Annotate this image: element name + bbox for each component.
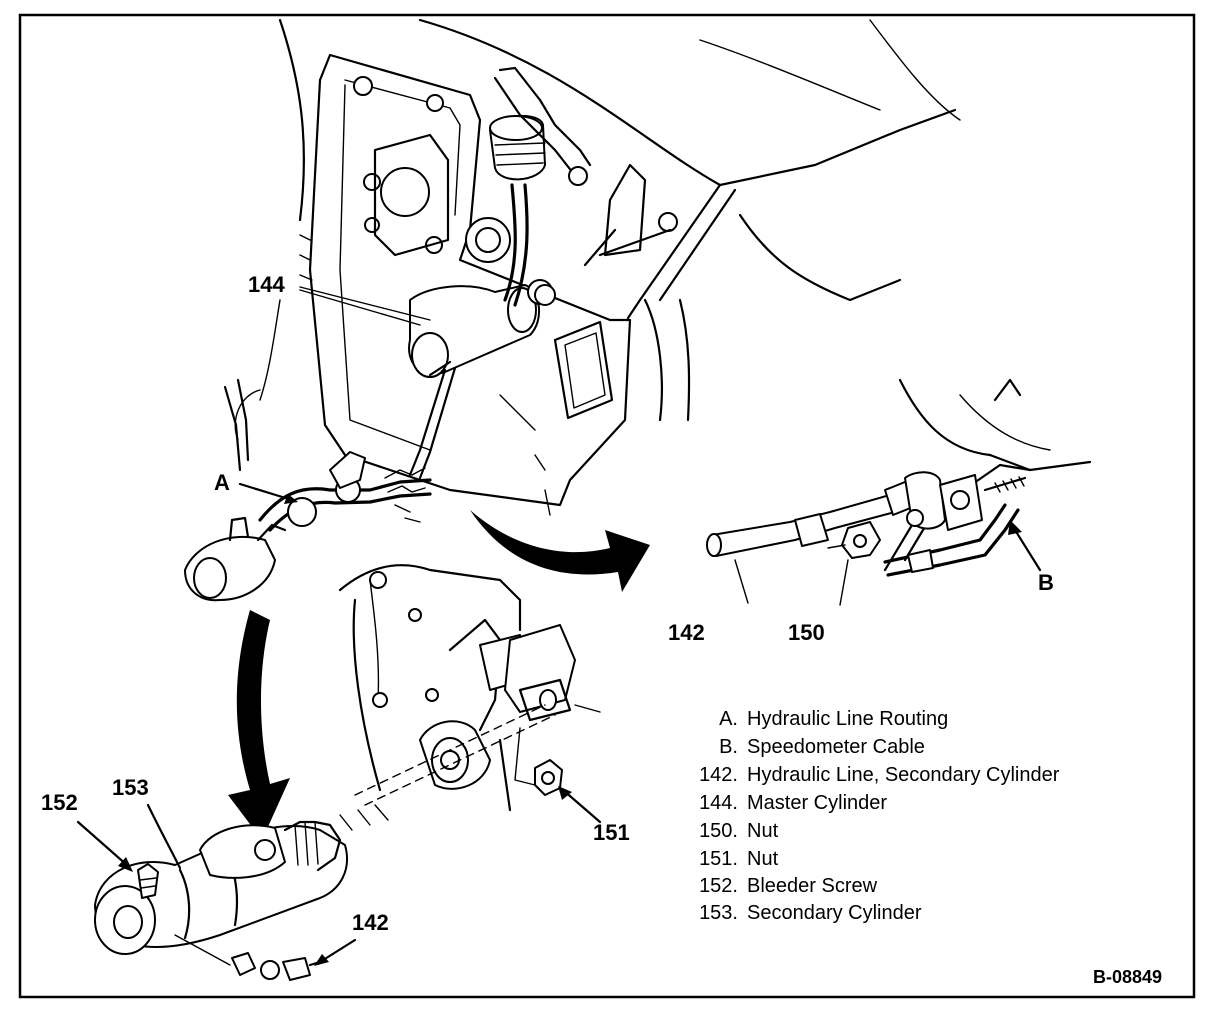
nut-and-speedometer-cable-detail — [706, 378, 1092, 606]
curved-arrow-right-icon — [470, 510, 650, 592]
callout-150: 150 — [788, 620, 825, 645]
figure-border — [18, 13, 1196, 999]
legend-key-142: 142. — [699, 764, 738, 786]
callout-151: 151 — [593, 820, 630, 845]
callout-152: 152 — [41, 790, 78, 815]
legend-text-152: Bleeder Screw — [747, 875, 878, 897]
legend-text-b: Speedometer Cable — [747, 736, 925, 758]
legend-text-150: Nut — [747, 820, 779, 842]
callout-142-top: 142 — [668, 620, 705, 645]
legend-text-153: Secondary Cylinder — [747, 902, 922, 924]
legend-text-144: Master Cylinder — [747, 792, 887, 814]
legend-key-152: 152. — [699, 875, 738, 897]
curved-arrow-down-icon — [228, 610, 290, 840]
legend-key-b: B. — [719, 736, 738, 758]
legend-key-150: 150. — [699, 820, 738, 842]
callout-142-bottom: 142 — [352, 910, 389, 935]
legend-text-151: Nut — [747, 848, 779, 870]
legend-key-144: 144. — [699, 792, 738, 814]
legend: A. Hydraulic Line Routing B. Speedometer… — [699, 708, 1060, 924]
callout-153: 153 — [112, 775, 149, 800]
transmission-secondary-cylinder-illustration — [76, 564, 602, 981]
figure-id: B-08849 — [1093, 967, 1162, 987]
legend-key-a: A. — [719, 708, 738, 730]
legend-text-142: Hydraulic Line, Secondary Cylinder — [747, 764, 1060, 786]
hydraulic-line-routing-illustration — [184, 451, 432, 602]
callout-a: A — [214, 470, 230, 495]
callout-144: 144 — [248, 272, 285, 297]
firewall-master-cylinder-illustration — [223, 18, 961, 516]
legend-key-153: 153. — [699, 902, 738, 924]
legend-key-151: 151. — [699, 848, 738, 870]
legend-text-a: Hydraulic Line Routing — [747, 708, 948, 730]
callout-b: B — [1038, 570, 1054, 595]
